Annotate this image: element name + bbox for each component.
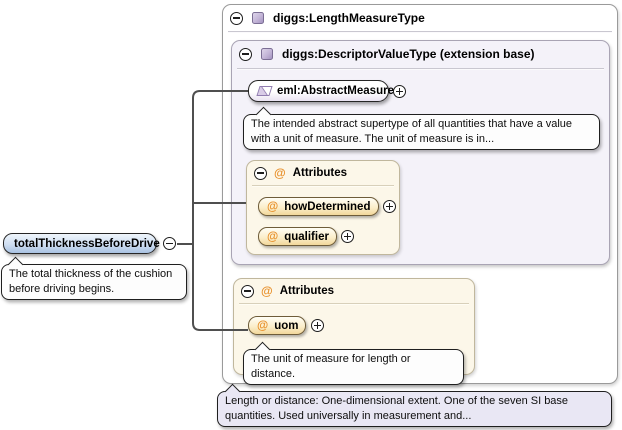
type-panel-header: diggs:LengthMeasureType	[223, 5, 617, 25]
attribute-pill-label: qualifier	[284, 230, 329, 243]
attribute-pill-label: howDetermined	[284, 200, 371, 213]
tooltip-total-thickness-doc: The total thickness of the cushion befor…	[1, 256, 187, 301]
attributes-panel-header: @ Attributes	[247, 161, 399, 180]
attribute-pill-qualifier[interactable]: @ qualifier	[258, 227, 337, 246]
header-divider	[237, 68, 604, 69]
element-pill-abstract-measure[interactable]: eml:AbstractMeasure	[248, 80, 394, 102]
header-divider	[239, 303, 469, 304]
extension-panel-header: diggs:DescriptorValueType (extension bas…	[232, 41, 609, 61]
collapse-icon-total-thickness[interactable]	[163, 237, 176, 250]
attribute-at-icon: @	[261, 284, 273, 298]
collapse-toggle-icon[interactable]	[230, 11, 243, 25]
header-divider	[228, 31, 612, 32]
expand-icon-uom[interactable]	[311, 319, 324, 332]
header-divider	[252, 185, 394, 186]
tooltip-abstract-measure-doc: The intended abstract supertype of all q…	[243, 106, 600, 151]
expand-icon-qualifier[interactable]	[341, 230, 354, 243]
attributes-panel-title: Attributes	[292, 167, 348, 179]
element-pill-total-thickness[interactable]: totalThicknessBeforeDrive	[3, 233, 160, 254]
expand-icon-abstract-measure[interactable]	[393, 85, 406, 98]
attribute-pill-label: uom	[274, 319, 299, 332]
collapse-toggle-icon[interactable]	[254, 166, 267, 180]
tooltip-length-measure-type-doc: Length or distance: One-dimensional exte…	[217, 383, 612, 428]
extension-panel-title: diggs:DescriptorValueType (extension bas…	[282, 47, 535, 61]
attribute-pill-how-determined[interactable]: @ howDetermined	[258, 197, 379, 216]
expand-icon-how-determined[interactable]	[383, 200, 396, 213]
attributes-panel-title: Attributes	[279, 285, 335, 297]
attribute-at-icon: @	[257, 319, 269, 332]
element-ref-icon	[256, 86, 273, 96]
attributes-panel-header: @ Attributes	[234, 279, 474, 298]
tooltip-uom-doc: The unit of measure for length or distan…	[243, 341, 464, 386]
collapse-toggle-icon[interactable]	[241, 284, 254, 298]
collapse-toggle-icon[interactable]	[239, 47, 252, 61]
attribute-at-icon: @	[267, 200, 279, 213]
attribute-at-icon: @	[267, 230, 279, 243]
element-pill-label: eml:AbstractMeasure	[277, 85, 394, 97]
complex-type-icon	[261, 48, 273, 60]
type-panel-title: diggs:LengthMeasureType	[273, 11, 425, 25]
complex-type-icon	[252, 12, 264, 24]
attribute-at-icon: @	[274, 166, 286, 180]
element-pill-label: totalThicknessBeforeDrive	[14, 237, 160, 250]
attribute-pill-uom[interactable]: @ uom	[248, 316, 306, 335]
